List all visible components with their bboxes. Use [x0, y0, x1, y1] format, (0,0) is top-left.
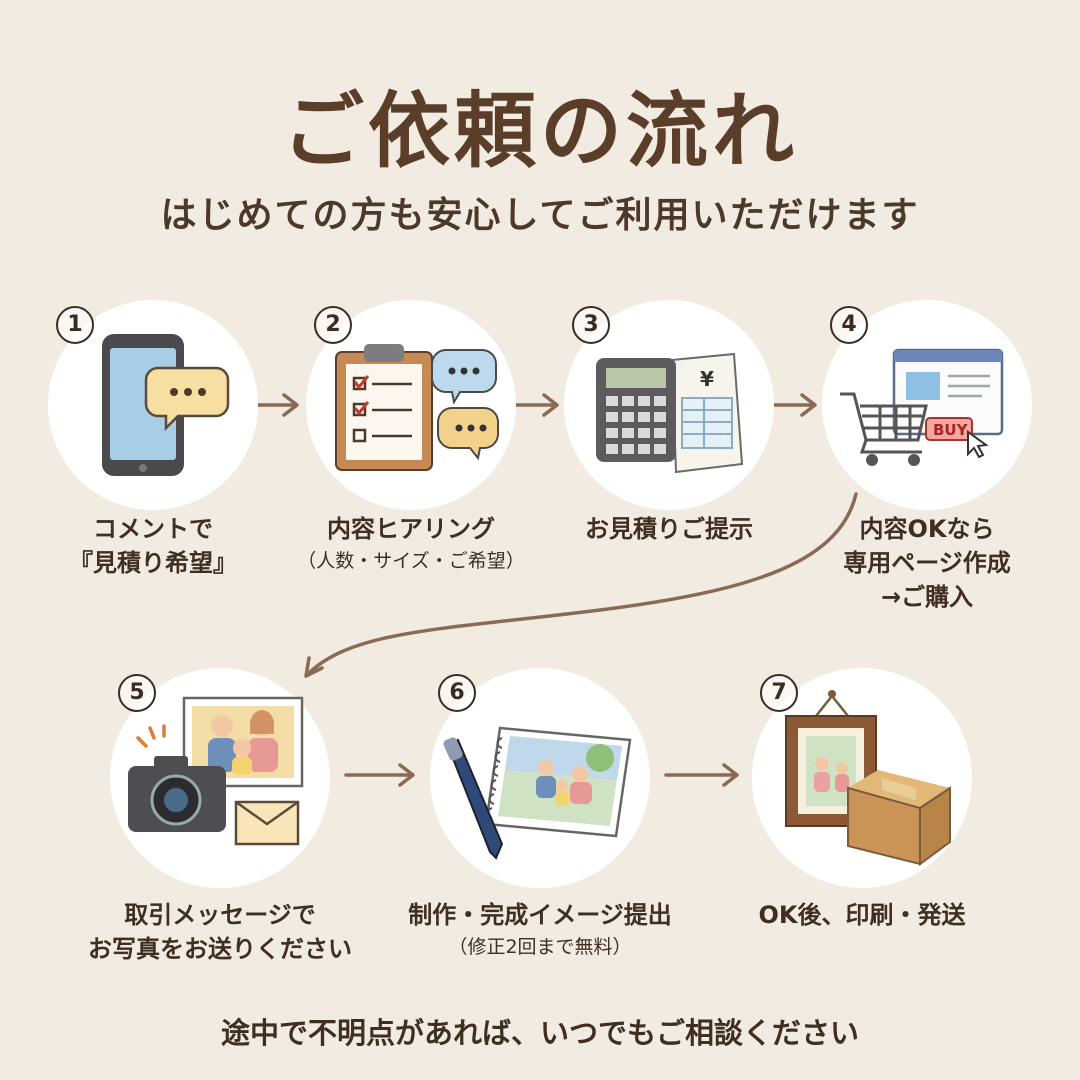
arrow-5-6	[344, 763, 415, 787]
step-2-label: 内容ヒアリング （人数・サイズ・ご希望）	[286, 512, 536, 576]
step-6-label: 制作・完成イメージ提出 （修正2回まで無料）	[390, 898, 690, 962]
step-3-label-line1: お見積りご提示	[585, 515, 753, 543]
step-7-circle: 7	[752, 668, 972, 888]
svg-text:¥: ¥	[700, 367, 714, 391]
step-3-label: お見積りご提示	[544, 512, 794, 546]
step-5-circle: 5	[110, 668, 330, 888]
arrow-3-4	[772, 393, 817, 417]
calculator-quote-icon: ¥	[596, 352, 744, 474]
step-6-label-sub: （修正2回まで無料）	[448, 936, 632, 958]
step-4-label-line2: 専用ページ作成	[843, 549, 1011, 577]
step-6-number: 6	[438, 674, 476, 712]
step-3-circle: ¥ 3	[564, 300, 774, 510]
step-3-number: 3	[572, 306, 610, 344]
buy-button-text: BUY	[933, 421, 969, 439]
smartphone-chat-icon	[102, 334, 230, 476]
arrow-2-3	[514, 393, 559, 417]
sketchbook-pen-icon	[443, 726, 632, 860]
step-1-label-line1: コメントで	[93, 515, 213, 543]
cart-buy-icon: BUY	[840, 348, 1004, 466]
step-6-circle: 6	[430, 668, 650, 888]
step-4-label: 内容OKなら 専用ページ作成 →ご購入	[802, 512, 1052, 614]
page-subtitle: はじめての方も安心してご利用いただけます	[160, 195, 920, 236]
arrow-6-7	[664, 763, 739, 787]
clipboard-checklist-icon	[335, 344, 499, 471]
step-5-label: 取引メッセージで お写真をお送りください	[70, 898, 370, 966]
footer-note: 途中で不明点があれば、いつでもご相談ください	[220, 1016, 859, 1050]
step-5-label-line2: お写真をお送りください	[88, 935, 352, 963]
step-5-label-line1: 取引メッセージで	[124, 901, 316, 929]
step-7-label-line1: OK後、印刷・発送	[758, 901, 966, 929]
arrow-1-2	[254, 393, 299, 417]
page-title: ご依頼の流れ	[281, 84, 798, 179]
step-4-circle: BUY 4	[822, 300, 1032, 510]
step-2-label-sub: （人数・サイズ・ご希望）	[297, 550, 525, 572]
frame-box-icon	[785, 690, 951, 866]
step-4-label-line1: 内容OKなら	[859, 515, 995, 543]
step-7-number: 7	[760, 674, 798, 712]
step-5-number: 5	[118, 674, 156, 712]
step-2-label-line1: 内容ヒアリング	[327, 515, 495, 543]
step-2-number: 2	[314, 306, 352, 344]
step-4-number: 4	[830, 306, 868, 344]
camera-photo-icon	[128, 696, 304, 846]
step-1-circle: 1	[48, 300, 258, 510]
step-1-label-line2: 『見積り希望』	[69, 549, 237, 577]
step-6-label-line1: 制作・完成イメージ提出	[408, 901, 672, 929]
step-1-number: 1	[56, 306, 94, 344]
step-1-label: コメントで 『見積り希望』	[48, 512, 258, 580]
step-2-circle: 2	[306, 300, 516, 510]
step-7-label: OK後、印刷・発送	[712, 898, 1012, 932]
step-4-label-line3: →ご購入	[880, 583, 974, 611]
